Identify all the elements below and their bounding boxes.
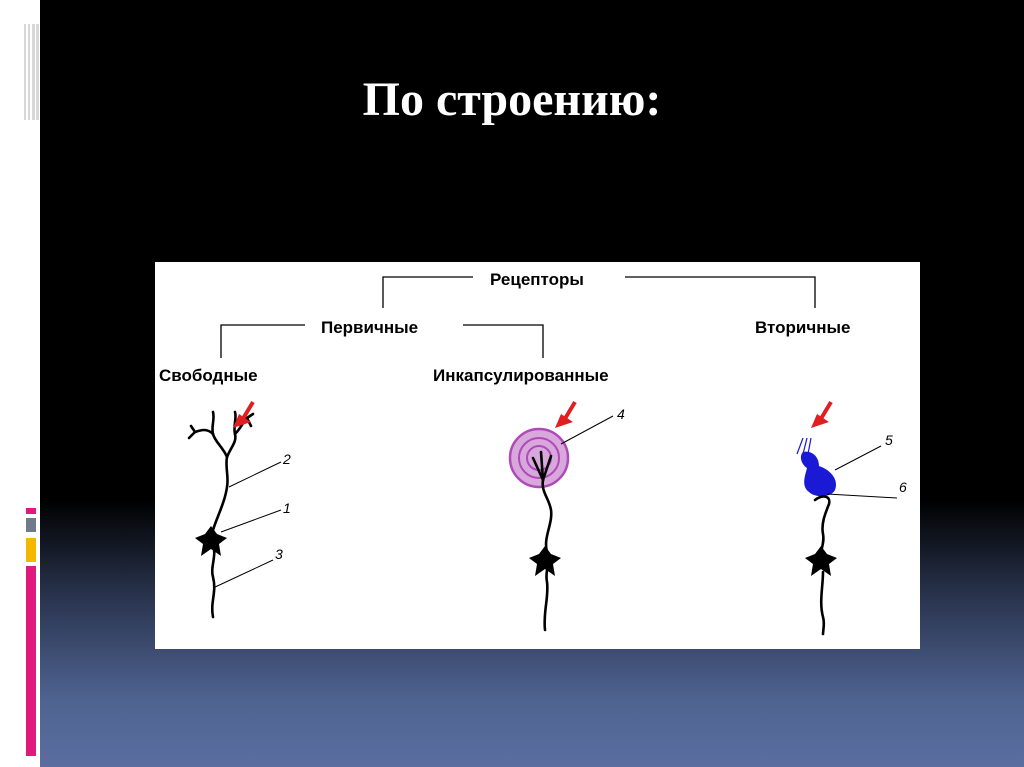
encapsulated-label: Инкапсулированные — [433, 366, 609, 385]
neuron-icon — [805, 546, 837, 576]
decoration-bars — [24, 24, 39, 756]
hierarchy-lines — [220, 276, 816, 358]
capsule-icon — [508, 427, 570, 489]
red-arrow-icon — [555, 400, 577, 428]
diagram-canvas — [187, 276, 898, 636]
receptor-cell-icon — [796, 437, 837, 497]
red-arrow-icon — [811, 400, 833, 428]
neuron-icon — [195, 526, 227, 556]
label-4: 4 — [617, 406, 625, 422]
label-5: 5 — [885, 432, 893, 448]
label-6: 6 — [899, 479, 907, 495]
label-2: 2 — [283, 451, 291, 467]
red-arrow-icon — [233, 400, 255, 428]
label-3: 3 — [275, 546, 283, 562]
free-label: Свободные — [159, 366, 258, 385]
slide-title: По строению: — [362, 73, 662, 126]
root-label: Рецепторы — [490, 270, 584, 289]
label-1: 1 — [283, 500, 291, 516]
neuron-icon — [529, 546, 561, 576]
receptor-diagram: Рецепторы Первичные Вторичные Свободные … — [155, 262, 920, 649]
free-nerve-ending — [187, 410, 255, 619]
secondary-label: Вторичные — [755, 318, 851, 337]
primary-label: Первичные — [321, 318, 419, 337]
